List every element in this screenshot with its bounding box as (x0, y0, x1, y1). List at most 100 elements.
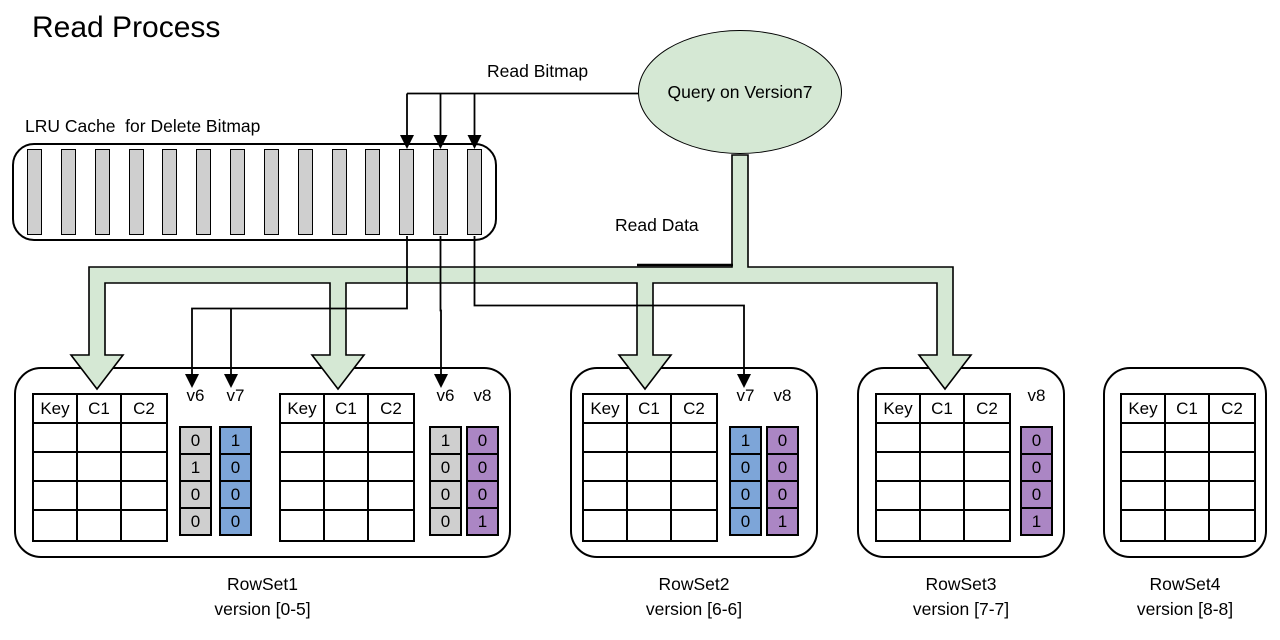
table-header-cell: C2 (672, 395, 716, 424)
table-header-cell: Key (877, 395, 921, 424)
cache-slot (297, 149, 313, 235)
table-header-cell: C1 (1166, 395, 1210, 424)
table-cell (584, 482, 628, 511)
table-cell (34, 511, 78, 540)
bitmap-cell: 0 (1020, 453, 1053, 482)
table-cell (1166, 511, 1210, 540)
rowset-version: version [7-7] (912, 599, 1010, 619)
cache-slot (433, 149, 449, 235)
table-cell (921, 511, 965, 540)
table-header-cell: Key (34, 395, 78, 424)
rowset-version: version [0-5] (214, 599, 311, 619)
bitmap-version-label: v8 (473, 386, 492, 405)
table-cell (921, 482, 965, 511)
table-cell (1122, 511, 1166, 540)
table-cell (122, 453, 166, 482)
table-cell (1166, 453, 1210, 482)
bitmap-version-label: v8 (773, 386, 792, 405)
table-cell (672, 424, 716, 453)
bitmap-cell: 0 (1020, 426, 1053, 455)
table-cell (584, 453, 628, 482)
cache-slot (365, 149, 381, 235)
table-cell (1210, 424, 1254, 453)
cache-slot (466, 149, 482, 235)
bitmap-cell: 1 (1020, 507, 1053, 536)
table-cell (965, 482, 1009, 511)
table-cell (584, 424, 628, 453)
page-title: Read Process (32, 11, 221, 44)
rowset-version: version [8-8] (1136, 599, 1234, 619)
bitmap-cell: 1 (179, 453, 212, 482)
table-header-cell: C1 (921, 395, 965, 424)
table-cell (78, 424, 122, 453)
bitmap-version-label: v6 (436, 386, 455, 405)
table-header-cell: C2 (1210, 395, 1254, 424)
bitmap-cell: 0 (1020, 480, 1053, 509)
bitmap-cell: 0 (729, 507, 762, 536)
bitmap-cell: 1 (429, 426, 462, 455)
read-data-label: Read Data (615, 215, 699, 235)
table-cell (325, 453, 369, 482)
table-cell (1166, 482, 1210, 511)
table-cell (1210, 482, 1254, 511)
table-header-cell: Key (1122, 395, 1166, 424)
bitmap-version-label: v7 (226, 386, 245, 405)
lru-cache-label: LRU Cache for Delete Bitmap (25, 116, 261, 136)
cache-slot (331, 149, 347, 235)
table-cell (325, 511, 369, 540)
table-cell (1166, 424, 1210, 453)
table-cell (281, 482, 325, 511)
bitmap-cell: 0 (179, 480, 212, 509)
table-cell (1122, 453, 1166, 482)
table-cell (672, 511, 716, 540)
rowset-version: version [6-6] (645, 599, 743, 619)
table-header-cell: C2 (122, 395, 166, 424)
rowset-name: RowSet2 (658, 574, 730, 594)
table-header-cell: C1 (325, 395, 369, 424)
bitmap-cell: 1 (466, 507, 499, 536)
table-cell (877, 453, 921, 482)
bitmap-version-label: v6 (186, 386, 205, 405)
bitmap-cell: 0 (179, 507, 212, 536)
table-cell (877, 511, 921, 540)
table-cell (281, 453, 325, 482)
table-cell (78, 511, 122, 540)
read-bitmap-label: Read Bitmap (487, 61, 589, 81)
cache-slot (230, 149, 246, 235)
table-cell (122, 482, 166, 511)
bitmap-cell: 0 (466, 426, 499, 455)
cache-slot (27, 149, 42, 235)
table-cell (877, 482, 921, 511)
table-cell (877, 424, 921, 453)
query-node-label: Query on Version7 (667, 81, 813, 102)
bitmap-read-connectors (191, 236, 745, 375)
bitmap-cell: 0 (429, 507, 462, 536)
rowset-label: RowSet2 version [6-6] (570, 572, 818, 622)
table-cell (965, 424, 1009, 453)
table-header-cell: C1 (628, 395, 672, 424)
table-cell (122, 511, 166, 540)
bitmap-cell: 0 (466, 480, 499, 509)
table-header-cell: C2 (965, 395, 1009, 424)
cache-slot (128, 149, 144, 235)
bitmap-cell: 0 (729, 480, 762, 509)
table-cell (628, 482, 672, 511)
bitmap-cell: 1 (219, 426, 252, 455)
bitmap-cell: 0 (766, 453, 799, 482)
cache-slot (60, 149, 76, 235)
cache-slot (196, 149, 212, 235)
table-cell (281, 511, 325, 540)
table-header-cell: Key (584, 395, 628, 424)
table-cell (281, 424, 325, 453)
